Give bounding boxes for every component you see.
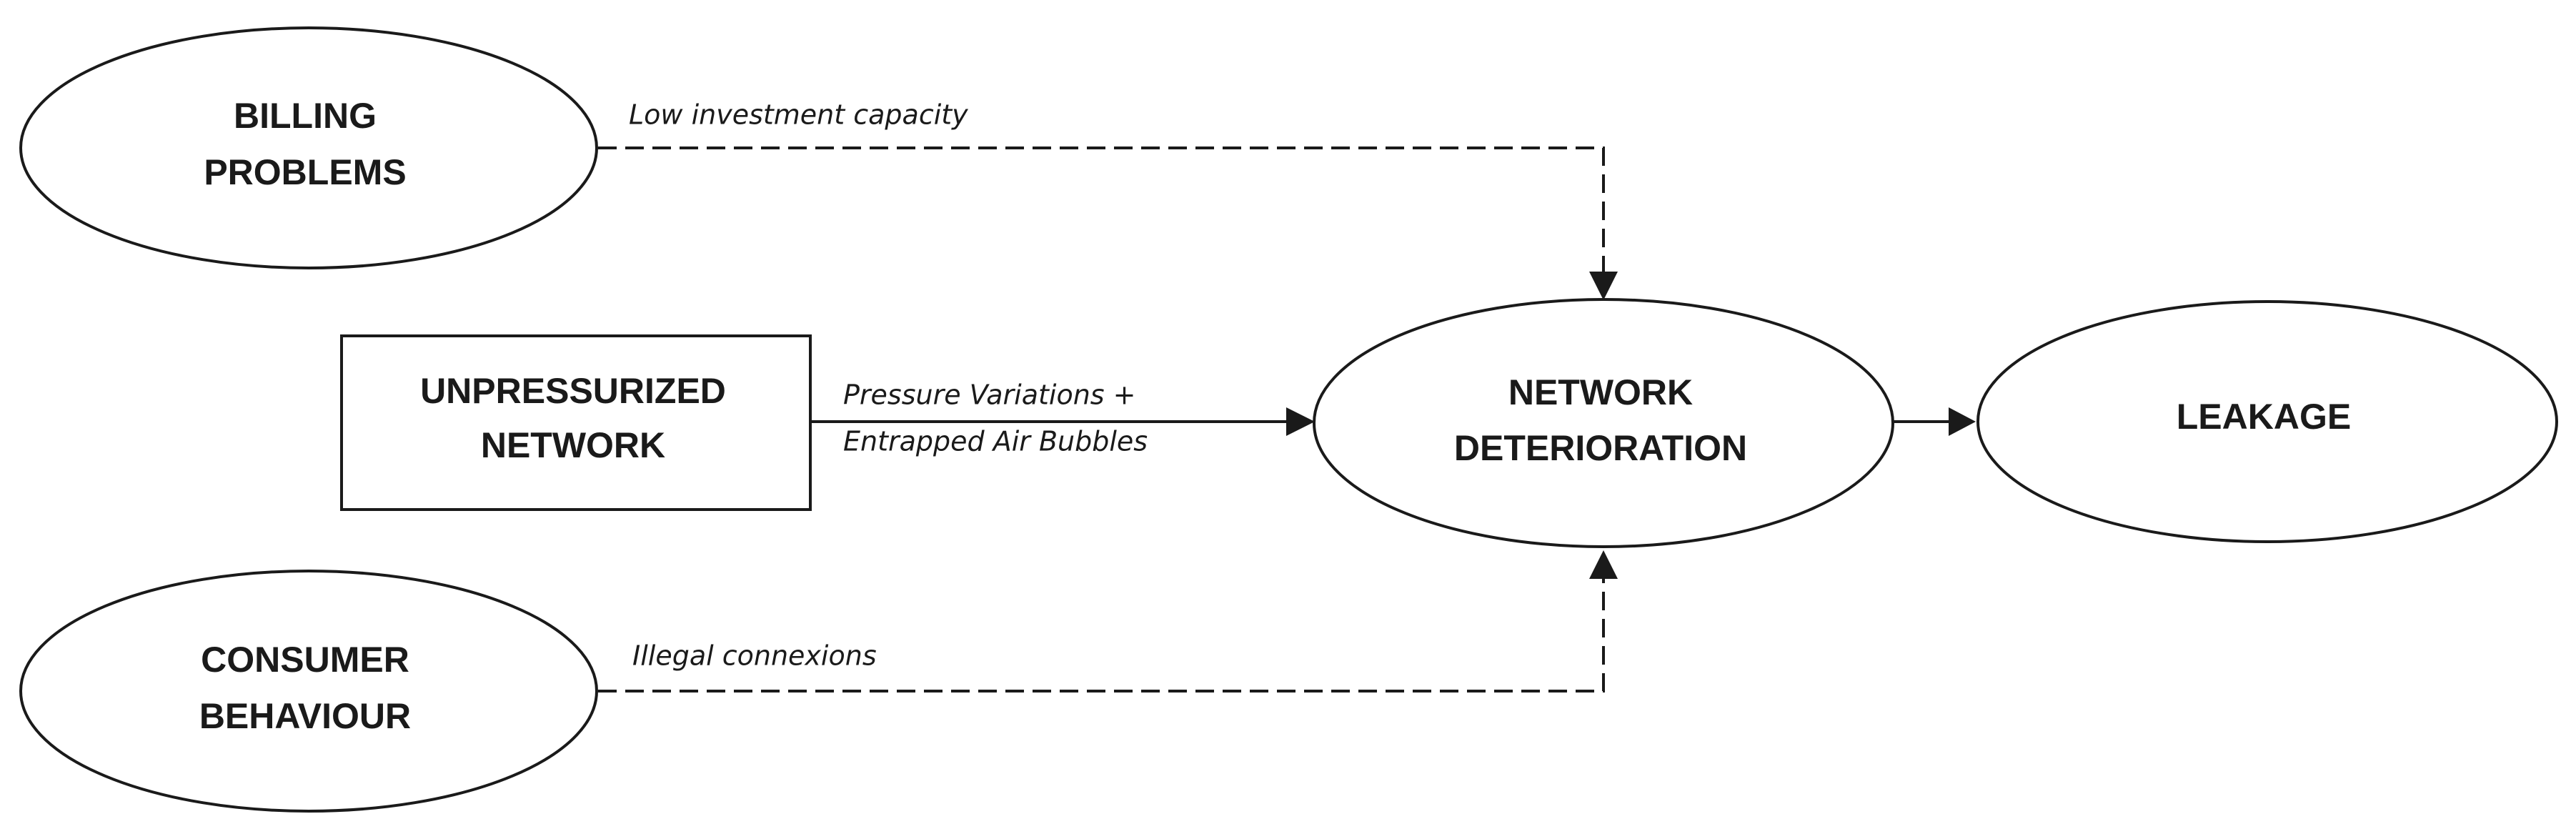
node-unpressurized-network: UNPRESSURIZED NETWORK [340, 334, 812, 511]
node-leakage-label: LEAKAGE [2177, 397, 2351, 437]
node-leakage-ellipse [1976, 300, 2558, 543]
edge-label-consumer: Illegal connexions [632, 640, 877, 672]
node-unpressurized-network-label-line1: UNPRESSURIZED [420, 371, 726, 411]
node-consumer-behaviour-label-line1: CONSUMER [201, 640, 409, 680]
node-unpressurized-network-box [340, 334, 812, 511]
node-leakage: LEAKAGE [1976, 300, 2558, 543]
edge-deterioration-to-leakage [1892, 407, 1976, 436]
node-billing-problems-label-line1: BILLING [234, 96, 377, 136]
node-billing-problems-ellipse [19, 26, 598, 269]
edge-billing-line [598, 147, 1605, 275]
edge-unpressurized-arrowhead [1286, 407, 1315, 436]
node-consumer-behaviour: CONSUMER BEHAVIOUR [19, 570, 598, 813]
node-billing-problems: BILLING PROBLEMS [19, 26, 598, 269]
node-unpressurized-network-label-line2: NETWORK [481, 425, 665, 465]
node-network-deterioration-label-line2: DETERIORATION [1454, 428, 1747, 468]
edge-consumer-line [598, 575, 1605, 692]
edge-consumer-arrowhead [1589, 550, 1618, 579]
edge-consumer-to-deterioration [598, 550, 1618, 692]
node-consumer-behaviour-label-line2: BEHAVIOUR [199, 696, 411, 736]
node-billing-problems-label-line2: PROBLEMS [204, 152, 406, 192]
node-network-deterioration: NETWORK DETERIORATION [1313, 298, 1894, 548]
edge-label-billing: Low investment capacity [629, 99, 968, 131]
node-consumer-behaviour-ellipse [19, 570, 598, 813]
edge-label-unpressurized-line2: Entrapped Air Bubbles [843, 426, 1148, 457]
node-network-deterioration-ellipse [1313, 298, 1894, 548]
node-network-deterioration-label-line1: NETWORK [1508, 372, 1693, 412]
edge-unpressurized-to-deterioration [811, 407, 1315, 436]
edge-leakage-arrowhead [1949, 407, 1976, 436]
edge-billing-arrowhead [1589, 272, 1618, 300]
edge-label-unpressurized-line1: Pressure Variations + [843, 379, 1136, 411]
edge-billing-to-deterioration [598, 147, 1618, 300]
